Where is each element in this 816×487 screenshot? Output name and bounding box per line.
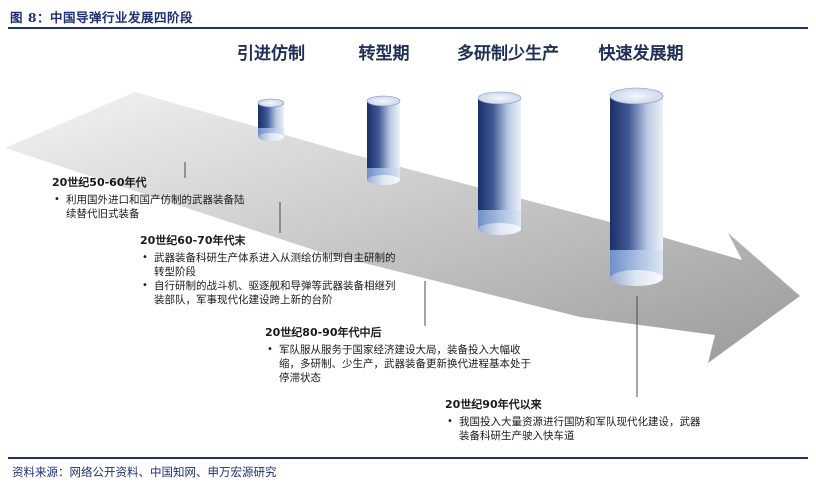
era-block-3: 20世纪80-90年代中后 军队服从服务于国家经济建设大局，装备投入大幅收缩，多… (265, 324, 537, 385)
era-bullet: 我国投入大量资源进行国防和军队现代化建设，武器装备科研生产驶入快车道 (447, 415, 705, 443)
era-block-1: 20世纪50-60年代 利用国外进口和国产仿制的武器装备陆续替代旧式装备 (52, 174, 252, 221)
stage-label-3: 多研制少生产 (457, 44, 559, 64)
stage-cylinder-3 (477, 91, 522, 235)
era-heading: 20世纪90年代以来 (445, 398, 542, 411)
stage-cylinder-2 (366, 95, 401, 185)
era-bullet: 自行研制的战斗机、驱逐舰和导弹等武器装备相继列装部队，军事现代化建设跨上新的台阶 (142, 279, 400, 307)
era-bullet: 军队服从服务于国家经济建设大局，装备投入大幅收缩，多研制、少生产，武器装备更新换… (267, 343, 537, 385)
era-block-4: 20世纪90年代以来 我国投入大量资源进行国防和军队现代化建设，武器装备科研生产… (445, 396, 705, 443)
figure-title: 图 8：中国导弹行业发展四阶段 (10, 10, 194, 25)
era-bullet: 武器装备科研生产体系进入从测绘仿制到自主研制的转型阶段 (142, 251, 400, 279)
stage-cylinder-1 (257, 98, 285, 141)
stage-label-4: 快速发展期 (598, 44, 684, 64)
source-note: 资料来源：网络公开资料、中国知网、申万宏源研究 (12, 465, 277, 479)
era-block-2: 20世纪60-70年代末 武器装备科研生产体系进入从测绘仿制到自主研制的转型阶段… (140, 232, 400, 307)
era-heading: 20世纪50-60年代 (52, 176, 147, 189)
source-rule (8, 457, 808, 459)
title-rule (8, 27, 808, 29)
stage-cylinder-4 (609, 87, 664, 286)
stage-label-1: 引进仿制 (237, 44, 305, 64)
growth-arrow (5, 92, 800, 363)
era-bullet: 利用国外进口和国产仿制的武器装备陆续替代旧式装备 (54, 193, 252, 221)
stage-label-2: 转型期 (358, 44, 410, 64)
era-heading: 20世纪60-70年代末 (140, 234, 246, 247)
era-heading: 20世纪80-90年代中后 (265, 326, 382, 339)
